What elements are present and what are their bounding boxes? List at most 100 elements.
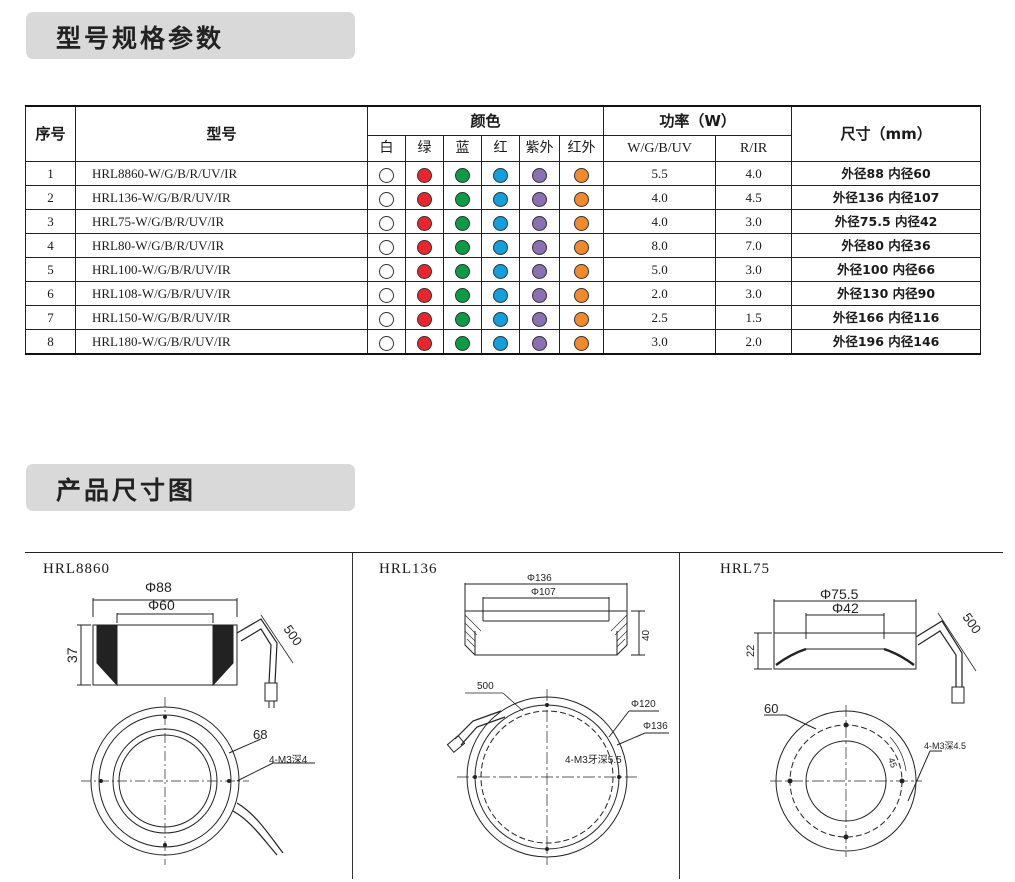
green-dot-icon: [417, 335, 432, 351]
ir-dot-icon: [574, 287, 590, 303]
cell-color-2: [443, 257, 482, 282]
header-size: 尺寸（mm）: [791, 105, 982, 162]
spec-section-title: 型号规格参数: [56, 24, 225, 53]
cell-size: 外径196 内径146: [791, 329, 982, 355]
cell-power-wgbuv: 4.0: [603, 185, 717, 210]
cell-color-1: [405, 305, 444, 330]
dim-height: 37: [64, 647, 80, 663]
cell-color-4: [519, 233, 560, 258]
cell-color-4: [519, 209, 560, 234]
cell-color-2: [443, 233, 482, 258]
cell-color-1: [405, 233, 444, 258]
drawing-hrl8860: HRL8860: [25, 553, 353, 879]
cell-power-rir: 3.0: [715, 209, 793, 234]
header-color-uv: 紫外: [519, 135, 560, 162]
dim-section-header: 产品尺寸图: [26, 464, 355, 511]
dim-ring: 60: [764, 701, 778, 716]
cell-model: HRL108-W/G/B/R/UV/IR: [75, 281, 368, 306]
cell-model: HRL100-W/G/B/R/UV/IR: [75, 257, 368, 282]
cell-model: HRL136-W/G/B/R/UV/IR: [75, 185, 368, 210]
cell-color-4: [519, 161, 560, 186]
cell-color-4: [519, 281, 560, 306]
cell-model: HRL180-W/G/B/R/UV/IR: [75, 329, 368, 355]
drawing-title: HRL136: [379, 561, 438, 577]
red-dot-icon: [493, 311, 508, 327]
white-dot-icon: [379, 215, 394, 231]
cell-color-0: [367, 305, 406, 330]
cell-power-wgbuv: 2.0: [603, 281, 717, 306]
cell-color-5: [558, 281, 605, 306]
hrl75-svg: Φ75.5 Φ42 22 500 60 45 4-M3深4.5: [745, 586, 985, 857]
cell-power-rir: 4.5: [715, 185, 793, 210]
dim-outer-diameter: Φ136: [527, 573, 552, 584]
red-dot-icon: [493, 215, 508, 231]
cell-color-5: [558, 257, 605, 282]
header-color-blue: 蓝: [443, 135, 482, 162]
cell-size: 外径136 内径107: [791, 185, 982, 210]
dim-od: Φ136: [643, 721, 668, 732]
cell-power-wgbuv: 3.0: [603, 329, 717, 355]
uv-dot-icon: [532, 311, 547, 327]
cell-power-wgbuv: 5.5: [603, 161, 717, 186]
hrl136-svg: Φ136 Φ107 40 500 Φ120 Φ136 4-M3牙深5.5: [446, 573, 669, 865]
cell-size: 外径100 内径66: [791, 257, 982, 282]
cell-color-0: [367, 281, 406, 306]
drawing-title: HRL8860: [43, 561, 110, 577]
cell-model: HRL75-W/G/B/R/UV/IR: [75, 209, 368, 234]
cell-color-2: [443, 209, 482, 234]
ir-dot-icon: [574, 215, 590, 231]
red-dot-icon: [493, 263, 508, 279]
cell-color-2: [443, 305, 482, 330]
dim-inner-diameter: Φ42: [832, 600, 859, 616]
blue-dot-icon: [455, 215, 470, 231]
cell-color-3: [481, 329, 520, 355]
ir-dot-icon: [574, 191, 590, 207]
cell-size: 外径166 内径116: [791, 305, 982, 330]
cell-color-0: [367, 209, 406, 234]
header-color-ir: 红外: [558, 135, 605, 162]
dim-screw: 4-M3牙深5.5: [565, 754, 622, 766]
cell-seq: 6: [25, 281, 76, 306]
cell-power-rir: 1.5: [715, 305, 793, 330]
cell-color-5: [558, 209, 605, 234]
dim-pcd: Φ120: [631, 699, 656, 710]
header-color-white: 白: [367, 135, 406, 162]
cell-color-3: [481, 233, 520, 258]
cell-seq: 7: [25, 305, 76, 330]
cell-seq: 5: [25, 257, 76, 282]
cell-model: HRL8860-W/G/B/R/UV/IR: [75, 161, 368, 186]
cell-color-5: [558, 185, 605, 210]
white-dot-icon: [379, 287, 394, 303]
blue-dot-icon: [455, 191, 470, 207]
cell-size: 外径80 内径36: [791, 233, 982, 258]
ir-dot-icon: [574, 263, 590, 279]
header-color-red: 红: [481, 135, 520, 162]
cell-color-0: [367, 161, 406, 186]
cell-color-2: [443, 329, 482, 355]
red-dot-icon: [493, 335, 508, 351]
uv-dot-icon: [532, 287, 547, 303]
ir-dot-icon: [574, 335, 590, 351]
cell-color-5: [558, 305, 605, 330]
cell-color-2: [443, 185, 482, 210]
cell-model: HRL80-W/G/B/R/UV/IR: [75, 233, 368, 258]
red-dot-icon: [493, 287, 508, 303]
ir-dot-icon: [574, 239, 590, 255]
uv-dot-icon: [532, 167, 547, 183]
dim-cable-length: 500: [960, 610, 985, 636]
header-seq: 序号: [25, 105, 76, 162]
blue-dot-icon: [455, 239, 470, 255]
cell-color-5: [558, 329, 605, 355]
cell-size: 外径75.5 内径42: [791, 209, 982, 234]
cell-color-4: [519, 329, 560, 355]
cell-color-3: [481, 185, 520, 210]
header-model: 型号: [75, 105, 368, 162]
green-dot-icon: [417, 167, 432, 183]
dim-screw: 4-M3深4: [269, 754, 308, 766]
header-color-green: 绿: [405, 135, 444, 162]
drawing-title: HRL75: [720, 561, 770, 577]
